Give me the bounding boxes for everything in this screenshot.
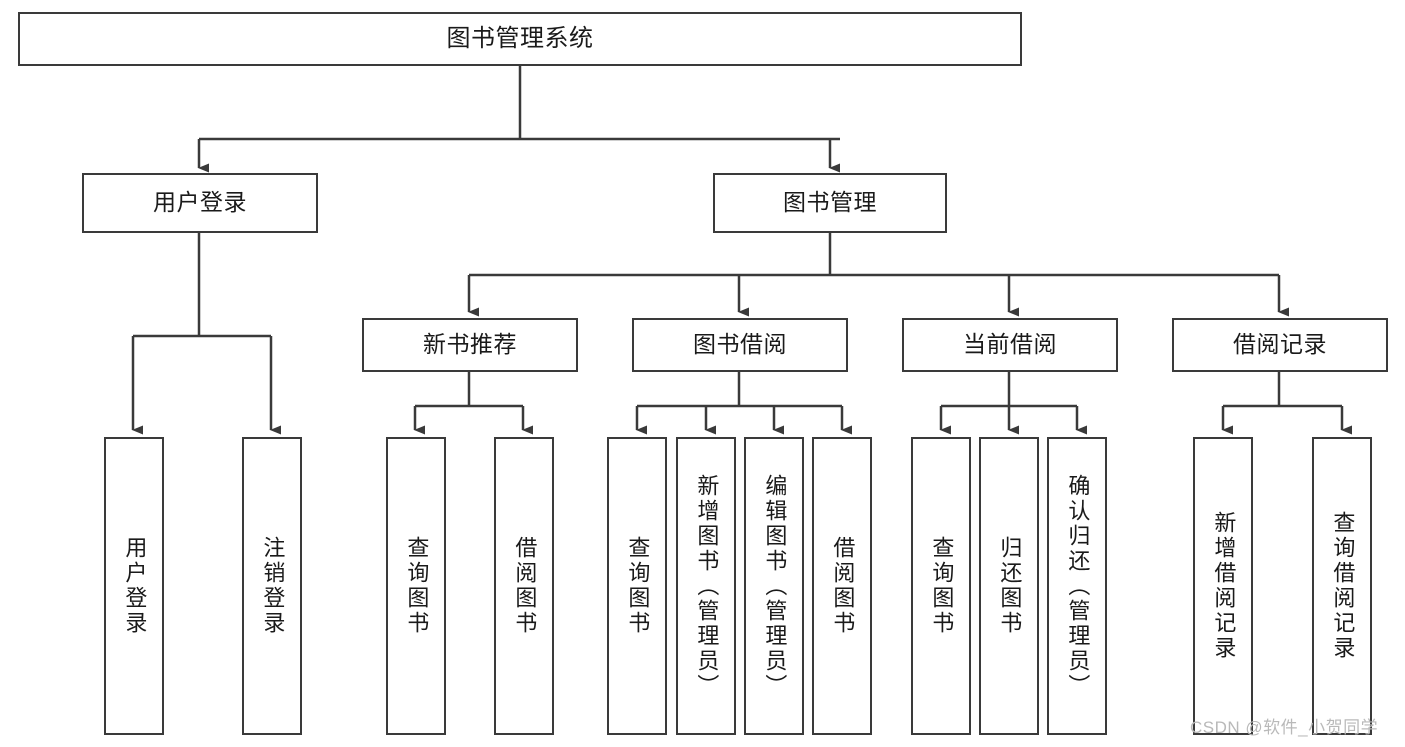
node-book-borrow[interactable]: 图书借阅 [632, 318, 848, 372]
node-current-borrow[interactable]: 当前借阅 [902, 318, 1118, 372]
leaf-user-login-logout[interactable]: 注销登录 [242, 437, 302, 735]
leaf-borrow-record-add[interactable]: 新增借阅记录 [1193, 437, 1253, 735]
leaf-book-borrow-add[interactable]: 新增图书（管理员） [676, 437, 736, 735]
leaf-label: 用户登录 [122, 536, 148, 636]
leaf-label: 查询借阅记录 [1330, 511, 1356, 661]
leaf-current-borrow-return[interactable]: 归还图书 [979, 437, 1039, 735]
leaf-book-borrow-query[interactable]: 查询图书 [607, 437, 667, 735]
node-new-book-recommend[interactable]: 新书推荐 [362, 318, 578, 372]
leaf-label: 新增借阅记录 [1211, 511, 1237, 661]
leaf-new-book-query[interactable]: 查询图书 [386, 437, 446, 735]
leaf-book-borrow-borrow[interactable]: 借阅图书 [812, 437, 872, 735]
leaf-current-borrow-confirm[interactable]: 确认归还（管理员） [1047, 437, 1107, 735]
node-borrow-record[interactable]: 借阅记录 [1172, 318, 1388, 372]
leaf-current-borrow-query[interactable]: 查询图书 [911, 437, 971, 735]
leaf-label: 查询图书 [929, 536, 955, 636]
leaf-user-login-login[interactable]: 用户登录 [104, 437, 164, 735]
leaf-book-borrow-edit[interactable]: 编辑图书（管理员） [744, 437, 804, 735]
node-root-system[interactable]: 图书管理系统 [18, 12, 1022, 66]
leaf-label: 注销登录 [260, 536, 286, 636]
leaf-label: 新增图书（管理员） [694, 473, 720, 699]
leaf-label: 借阅图书 [830, 536, 856, 636]
leaf-label: 编辑图书（管理员） [762, 473, 788, 699]
node-book-management[interactable]: 图书管理 [713, 173, 947, 233]
leaf-label: 查询图书 [625, 536, 651, 636]
leaf-label: 查询图书 [404, 536, 430, 636]
leaf-label: 借阅图书 [512, 536, 538, 636]
watermark-text: CSDN @软件_小贺同学 [1190, 718, 1379, 737]
leaf-label: 确认归还（管理员） [1065, 473, 1091, 699]
leaf-new-book-borrow[interactable]: 借阅图书 [494, 437, 554, 735]
leaf-label: 归还图书 [997, 536, 1023, 636]
leaf-borrow-record-query[interactable]: 查询借阅记录 [1312, 437, 1372, 735]
node-user-login[interactable]: 用户登录 [82, 173, 318, 233]
